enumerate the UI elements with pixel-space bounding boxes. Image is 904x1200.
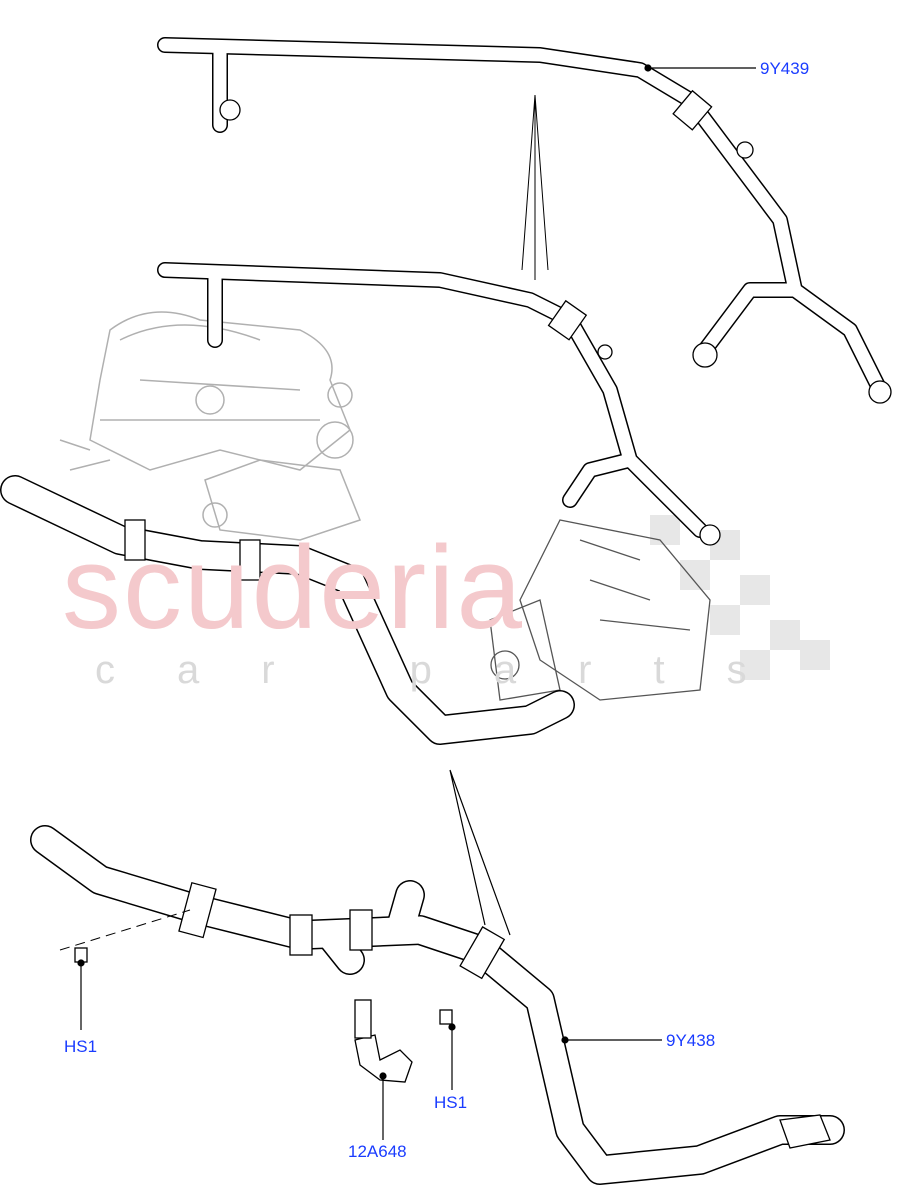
egr-cooler — [489, 519, 711, 701]
checkered-flag-watermark — [650, 515, 830, 680]
callout-9y438[interactable]: 9Y438 — [666, 1031, 716, 1050]
pipe-outline — [0, 37, 888, 1185]
engine-assembly — [59, 311, 361, 541]
leader-lines — [59, 64, 756, 1140]
callout-12a648[interactable]: 12A648 — [348, 1142, 407, 1161]
callout-9y439[interactable]: 9Y439 — [760, 59, 810, 78]
callout-hs1-left[interactable]: HS1 — [64, 1037, 98, 1056]
clamps — [74, 89, 892, 1149]
callout-hs1-right[interactable]: HS1 — [434, 1093, 468, 1112]
